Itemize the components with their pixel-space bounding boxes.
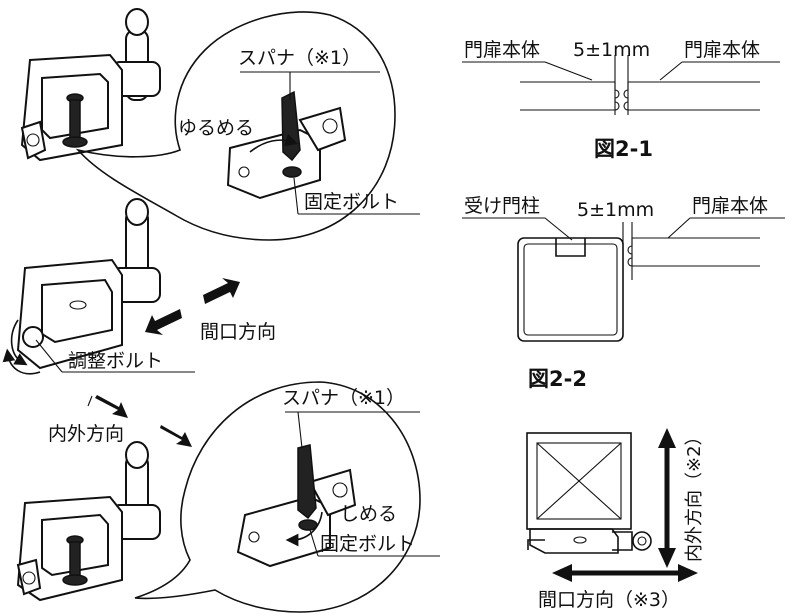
callout-bubble-bottom	[134, 381, 421, 613]
leader-fixbolt-bottom-2	[309, 529, 319, 557]
fig2-caption: 図2-2	[528, 367, 587, 391]
fig1-caption: 図2-1	[594, 137, 653, 161]
label-adjust-bolt: 調整ボルト	[68, 350, 163, 372]
hinge-top	[20, 8, 161, 162]
hinge-bottom	[16, 441, 161, 602]
label-fix-bolt-top: 固定ボルト	[304, 191, 399, 213]
fig2-gap-label: 5±1mm	[577, 199, 654, 221]
in-out-direction-arrows	[87, 395, 192, 447]
hinge-middle	[2, 198, 161, 375]
fig2-label-left: 受け門柱	[464, 195, 540, 217]
label-tighten: しめる	[340, 503, 397, 525]
fig2-label-right: 門扉本体	[692, 195, 768, 217]
label-opening-note: 間口方向（※3）	[538, 589, 680, 611]
figure-2-2	[462, 217, 785, 342]
label-fix-bolt-bottom: 固定ボルト	[320, 533, 415, 555]
figure-2-1	[462, 55, 780, 115]
plan-view	[526, 432, 652, 554]
label-spanner-bottom: スパナ（※1）	[282, 387, 405, 409]
opening-arrow-horizontal	[552, 564, 698, 582]
in-out-arrow-vertical	[658, 428, 676, 568]
fig1-label-left: 門扉本体	[464, 39, 540, 61]
fig1-label-right: 門扉本体	[684, 39, 760, 61]
hinge-closeup-bottom	[236, 444, 357, 568]
label-spanner-top: スパナ（※1）	[238, 47, 361, 69]
opening-direction-arrows	[145, 278, 240, 335]
label-loosen: ゆるめる	[178, 117, 254, 139]
label-in-out-direction: 内外方向	[48, 423, 124, 445]
callout-bubble-top	[75, 11, 396, 241]
hinge-closeup-top	[226, 90, 347, 200]
leader-spanner-bottom-2	[297, 411, 303, 449]
label-opening-direction: 間口方向	[200, 321, 276, 343]
fig1-gap-label: 5±1mm	[573, 39, 650, 61]
leader-fixbolt-top-2	[293, 177, 299, 215]
leader-adjust-bolt	[35, 339, 63, 373]
label-in-out-note: 内外方向（※2）	[684, 427, 705, 562]
